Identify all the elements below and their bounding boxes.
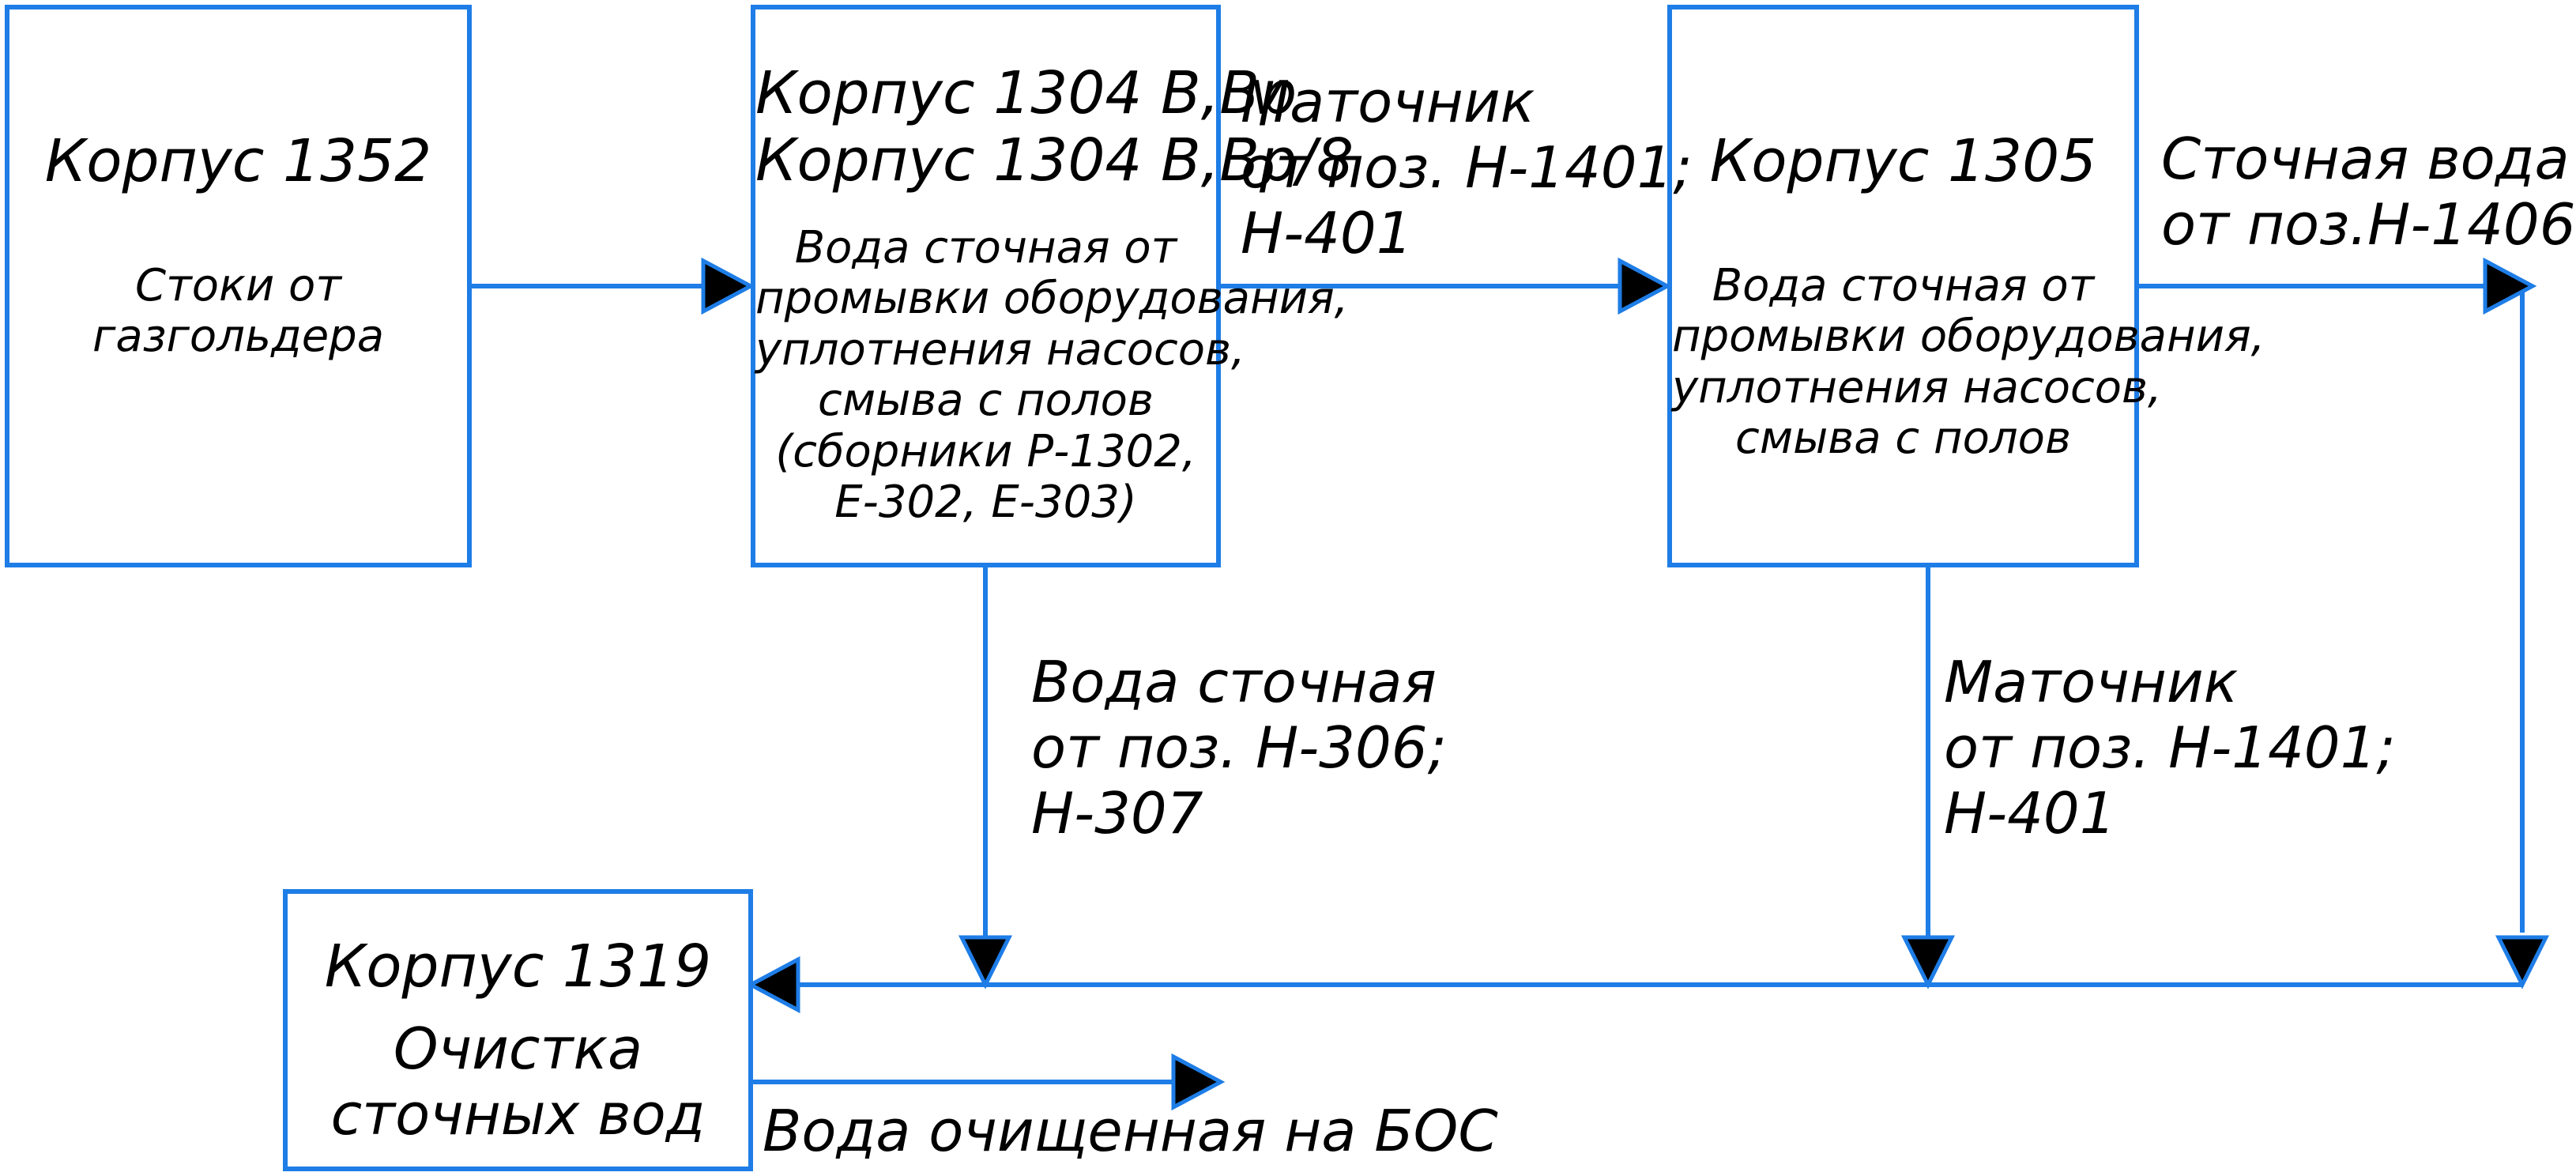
block-1352: Корпус 1352 Стоки от газгольдера <box>5 5 472 567</box>
arrowhead-1305-out <box>2483 257 2537 315</box>
arrowhead-1304-down <box>958 935 1013 989</box>
arrowhead-1319-out <box>1171 1053 1226 1111</box>
block-1305-title: Корпус 1305 <box>1709 127 2097 195</box>
block-1305-body: Вода сточная от промывки оборудования, у… <box>1672 260 2265 465</box>
arrowhead-right-drop <box>2495 935 2550 989</box>
arrowhead-into-1304 <box>701 257 755 315</box>
flow-label-1305-down: Маточник от поз. Н-1401; Н-401 <box>1944 649 2396 846</box>
arrowheads <box>701 257 2550 1111</box>
flow-label-1305-out: Сточная вода от поз.Н-1406 <box>2161 126 2576 258</box>
flow-label-1304-down: Вода сточная от поз. Н-306; Н-307 <box>1031 649 1447 846</box>
block-1304-body: Вода сточная от промывки оборудования, у… <box>755 222 1349 528</box>
block-1352-body: Стоки от газгольдера <box>92 260 385 363</box>
block-1319-body: Очистка сточных вод <box>330 1016 706 1148</box>
block-1304-title: Корпус 1304 В,Вр Корпус 1304 В,Вр/8 <box>755 59 1354 195</box>
arrowhead-into-1319 <box>746 956 800 1014</box>
arrowhead-into-1305 <box>1618 257 1672 315</box>
block-1319: Корпус 1319 Очистка сточных вод <box>283 889 753 1171</box>
arrowhead-1305-down <box>1900 935 1956 989</box>
block-1319-title: Корпус 1319 <box>324 933 712 1001</box>
block-1305: Корпус 1305 Вода сточная от промывки обо… <box>1667 5 2265 567</box>
block-1352-title: Корпус 1352 <box>44 127 432 195</box>
flow-label-1304-to-1305: Маточник от поз. Н-1401; Н-401 <box>1241 69 1693 266</box>
block-1304: Корпус 1304 В,Вр Корпус 1304 В,Вр/8 Вода… <box>751 5 1354 567</box>
connector-lines <box>472 284 2525 1084</box>
flow-label-1319-out: Вода очищенная на БОС <box>763 1098 1498 1164</box>
